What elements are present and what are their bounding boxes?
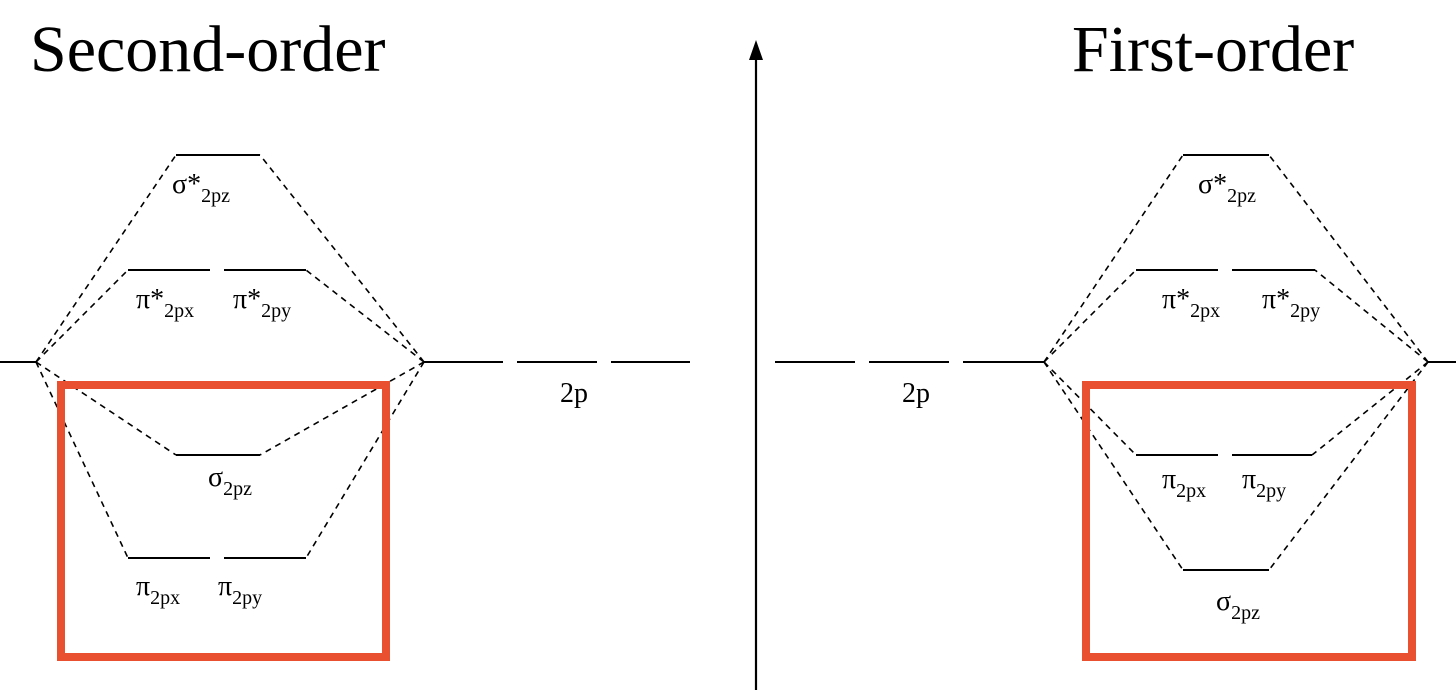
left-label-pi-y: π2py xyxy=(218,571,262,609)
left-title: Second-order xyxy=(30,13,386,86)
right-title: First-order xyxy=(1072,13,1354,86)
right-label-pi-y: π2py xyxy=(1242,464,1286,502)
left-corr-pi-r xyxy=(305,361,425,559)
right-corr-pi-star-r xyxy=(1314,269,1429,363)
left-label-sigma: σ2pz xyxy=(208,462,252,500)
right-correlation-lines xyxy=(1043,154,1429,571)
left-highlight-box xyxy=(57,381,390,661)
left-mo-levels xyxy=(128,154,306,559)
energy-axis xyxy=(749,40,763,690)
left-label-pi-x: π2px xyxy=(136,571,180,609)
energy-axis-arrowhead xyxy=(749,40,763,60)
left-correlation-lines xyxy=(35,154,425,559)
right-label-pi-star-x: π*2px xyxy=(1162,284,1220,322)
left-corr-pi-l xyxy=(35,361,129,559)
right-corr-sigma-star-l xyxy=(1043,154,1184,363)
left-corr-pi-star-r xyxy=(305,269,425,363)
right-corr-pi-r xyxy=(1311,361,1429,456)
left-corr-sigma-star-r xyxy=(259,154,425,363)
left-label-pi-star-y: π*2py xyxy=(233,284,291,322)
left-label-sigma-star: σ*2pz xyxy=(172,169,230,207)
right-label-pi-x: π2px xyxy=(1162,464,1206,502)
left-atomic-label: 2p xyxy=(560,378,588,409)
right-label-sigma-star: σ*2pz xyxy=(1198,169,1256,207)
right-corr-sigma-star-r xyxy=(1268,154,1429,363)
right-label-sigma: σ2pz xyxy=(1216,586,1260,624)
right-mo-levels xyxy=(1136,154,1315,571)
left-corr-sigma-star-l xyxy=(35,154,177,363)
right-corr-sigma-l xyxy=(1043,361,1184,571)
right-panel: First-order 2p xyxy=(775,13,1456,661)
left-corr-sigma-r xyxy=(259,361,425,456)
left-panel: Second-order 2p xyxy=(0,13,690,661)
right-highlight-box xyxy=(1082,381,1416,661)
right-atomic-label: 2p xyxy=(902,378,930,409)
left-label-pi-star-x: π*2px xyxy=(136,284,194,322)
right-label-pi-star-y: π*2py xyxy=(1262,284,1320,322)
right-corr-pi-star-l xyxy=(1043,269,1137,363)
right-corr-sigma-r xyxy=(1268,361,1429,571)
left-corr-pi-star-l xyxy=(35,269,129,363)
